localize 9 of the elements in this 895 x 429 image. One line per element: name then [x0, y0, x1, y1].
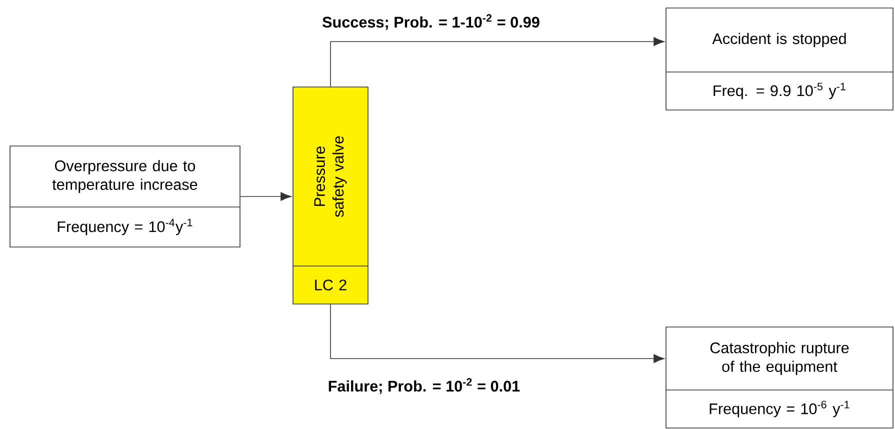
- arrow: [330, 37, 664, 87]
- event-box: Accident is stopped Freq. = 9.9 10$^{-5}$ y$^{-1}$: [666, 8, 894, 110]
- edge-label: Success; Prob. = 1-10$^{-2}$ = 0.99: [320, 12, 542, 32]
- arrow: [240, 192, 292, 201]
- event-box: Overpressure due to temperature increase Frequency = 10$^{-4}$y$^{-1}$: [10, 146, 240, 248]
- valve-box: Pressure safety valve LC 2: [292, 86, 368, 304]
- arrow: [330, 304, 664, 363]
- event-box: Catastrophic rupture of the equipment Frequency = 10$^{-6}$ y$^{-1}$: [666, 326, 894, 428]
- edge-label: Failure; Prob. = 10$^{-2}$ = 0.01: [326, 376, 522, 396]
